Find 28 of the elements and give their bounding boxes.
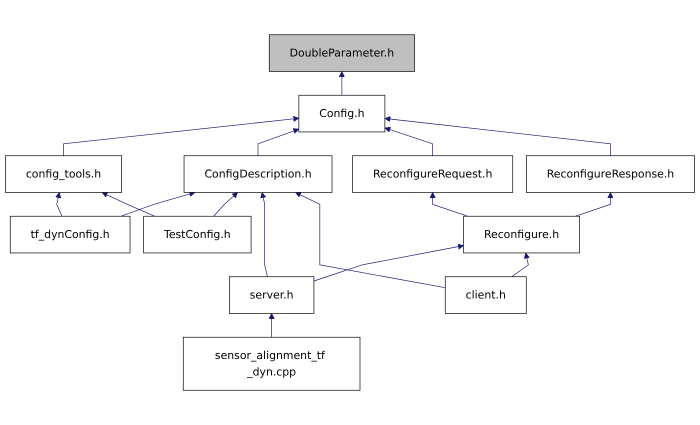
arrow [384,116,611,156]
arrow [384,126,433,156]
node-box: ConfigDescription.h [184,155,332,193]
arrow [338,71,345,96]
node-box: Config.h [298,94,386,132]
arrow [575,192,614,217]
arrow [430,192,468,217]
node-box: sensor_alignment_tf _dyn.cpp [182,336,360,391]
node-box: tf_dynConfig.h [10,216,130,254]
node-box: DoubleParameter.h [268,34,415,72]
arrow [55,192,62,217]
arrow [63,116,300,156]
node-box: config_tools.h [5,155,122,193]
arrow [314,244,464,282]
arrow [268,313,275,338]
node-box: Reconfigure.h [463,216,580,254]
arrow [260,192,268,278]
node-box: client.h [444,276,527,314]
arrow [102,192,156,217]
arrow [295,192,446,288]
arrow [258,128,300,156]
node-box: TestConfig.h [143,216,252,254]
arrow [511,252,530,278]
arrow [213,192,238,217]
node-box: server.h [229,276,314,314]
arrow [120,191,196,217]
node-box: ReconfigureResponse.h [526,155,695,193]
node-box: ReconfigureRequest.h [352,155,514,193]
